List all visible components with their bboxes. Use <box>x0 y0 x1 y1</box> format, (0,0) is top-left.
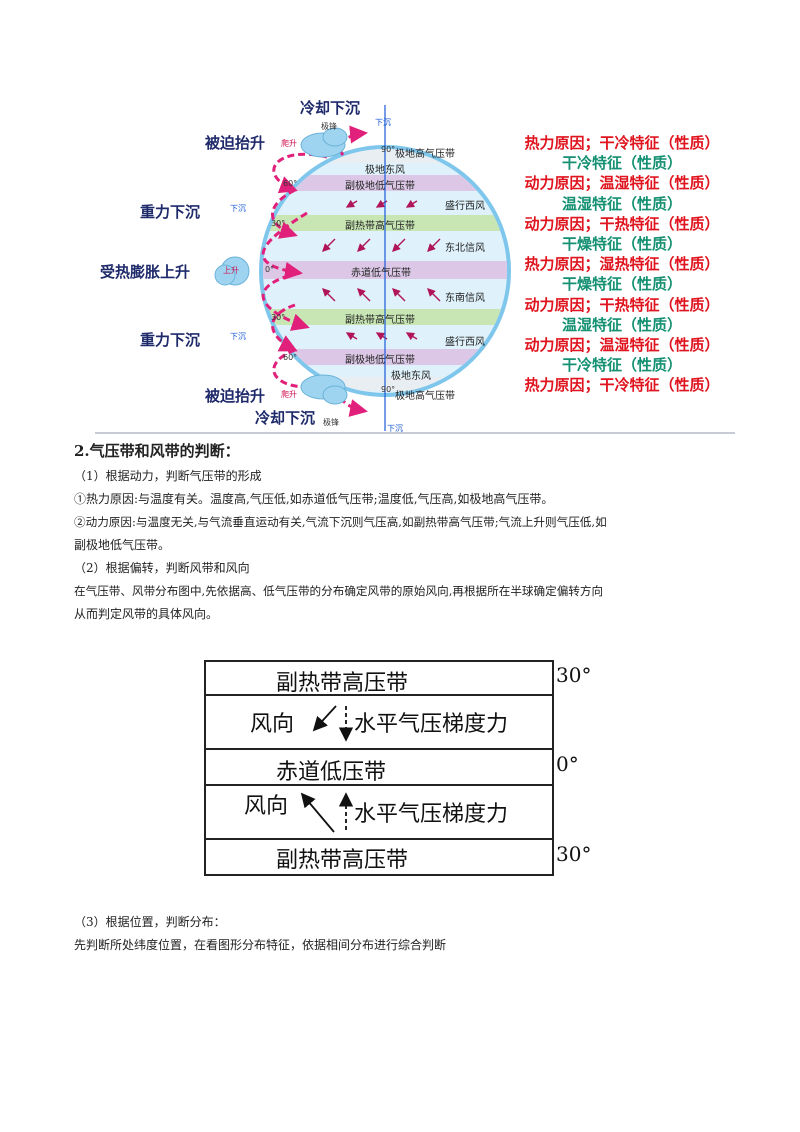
lat-90-bottom: 90° <box>381 385 396 394</box>
rise-bottom-label: 爬升 <box>281 390 297 399</box>
paragraph-line: ①热力原因:与温度有关。温度高,气压低,如赤道低气压带;温度低,气压高,如极地高… <box>74 492 554 506</box>
polar-front-bottom-label: 极锋 <box>323 418 339 427</box>
property-line: 干冷特征（性质） <box>561 154 682 173</box>
diagram-row-mid-belt <box>206 748 552 786</box>
band-westerly-n: 盛行西风 <box>445 201 485 212</box>
paragraph-line: （3）根据位置，判断分布： <box>74 915 226 929</box>
band-se-trade: 东南信风 <box>445 293 485 304</box>
globe-diagram <box>214 105 511 431</box>
sink-label-1: 下沉 <box>375 118 391 127</box>
band-ne-trade: 东北信风 <box>445 243 485 254</box>
deg-label-top: 30° <box>556 663 592 687</box>
lat-0: 0° <box>265 265 275 274</box>
lat-30-bottom: 30° <box>271 313 286 322</box>
property-line: 温湿特征（性质） <box>561 315 682 334</box>
belt-properties-list: 热力原因；干冷特征（性质） 干冷特征（性质） 动力原因；温湿特征（性质） 温湿特… <box>507 133 737 396</box>
middle-belt-label: 赤道低压带 <box>276 760 387 785</box>
rise-eq-label: 上升 <box>223 266 239 275</box>
lat-60-bottom: 60° <box>283 353 298 362</box>
property-line: 热力原因；干冷特征（性质） <box>524 134 720 152</box>
paragraph-line: 从而判定风带的具体风向。 <box>74 607 219 621</box>
sink-label-4: 下沉 <box>387 424 403 433</box>
sink-label-3: 下沉 <box>230 332 246 341</box>
polar-front-top-label: 极锋 <box>321 122 337 131</box>
property-line: 动力原因；温湿特征（性质） <box>524 336 720 355</box>
band-polar-high-s: 极地高气压带 <box>395 391 455 402</box>
rise-top-label: 爬升 <box>281 139 297 148</box>
band-polar-easterly-n: 极地东风 <box>365 165 405 176</box>
bottom-belt-label: 副热带高压带 <box>276 848 409 873</box>
property-line: 动力原因；干热特征（性质） <box>524 214 720 233</box>
lat-30-top: 30° <box>271 219 286 228</box>
paragraph-line: （1）根据动力，判断气压带的形成 <box>74 469 262 483</box>
property-line: 热力原因；干冷特征（性质） <box>524 376 720 395</box>
forced-lift-bottom-label: 被迫抬升 <box>205 387 266 405</box>
band-subpolar-low-n: 副极地低气压带 <box>345 181 415 192</box>
diagram-row-bottom-belt <box>206 838 552 876</box>
heated-rise-label: 受热膨胀上升 <box>100 263 191 281</box>
wind-label-top: 风向 <box>250 712 295 737</box>
paragraph-line: 在气压带、风带分布图中,先依据高、低气压带的分布确定风带的原始风向,再根据所在半… <box>74 584 604 598</box>
band-westerly-s: 盛行西风 <box>445 337 485 348</box>
band-subtropical-high-s: 副热带高气压带 <box>345 315 415 326</box>
property-line: 动力原因；干热特征（性质） <box>524 295 720 314</box>
paragraph-line: （2）根据偏转，判断风带和风向 <box>74 561 250 575</box>
top-belt-label: 副热带高压带 <box>276 671 409 696</box>
paragraph-line: 先判断所处纬度位置，在看图形分布特征，依据相间分布进行综合判断 <box>74 938 447 952</box>
band-polar-high-n: 极地高气压带 <box>395 149 455 160</box>
pressure-wind-belt-figure: 冷却下沉 被迫抬升 重力下沉 受热膨胀上升 重力下沉 被迫抬升 冷却下沉 极锋 … <box>95 95 735 435</box>
deg-label-bottom: 30° <box>556 842 592 866</box>
lat-90-top: 90° <box>381 145 396 154</box>
paragraph-line: ②动力原因:与温度无关,与气流垂直运动有关,气流下沉则气压高,如副热带高气压带;… <box>74 515 607 529</box>
property-line: 温湿特征（性质） <box>561 194 682 213</box>
gravity-sink-bottom-label: 重力下沉 <box>140 331 201 349</box>
band-subtropical-high-n: 副热带高气压带 <box>345 221 415 232</box>
property-line: 干冷特征（性质） <box>561 356 682 375</box>
diagram-row-top-belt <box>206 662 552 696</box>
property-line: 干燥特征（性质） <box>561 235 682 254</box>
force-label-top: 水平气压梯度力 <box>354 712 509 737</box>
band-polar-easterly-s: 极地东风 <box>391 371 431 382</box>
sink-label-2: 下沉 <box>230 204 246 213</box>
cold-sink-top-label: 冷却下沉 <box>300 99 361 117</box>
property-line: 热力原因；湿热特征（性质） <box>524 255 720 274</box>
property-line: 干燥特征（性质） <box>561 275 682 294</box>
section-heading: 2.气压带和风带的判断： <box>74 442 240 460</box>
deg-label-mid: 0° <box>556 752 579 776</box>
band-subpolar-low-s: 副极地低气压带 <box>345 355 415 366</box>
wind-label-bottom: 风向 <box>244 794 289 819</box>
forced-lift-top-label: 被迫抬升 <box>205 134 266 152</box>
paragraph-line: 副极地低气压带。 <box>74 538 171 552</box>
diagram-arrows <box>300 705 354 833</box>
band-equatorial-low: 赤道低气压带 <box>351 268 411 279</box>
cold-sink-bottom-label: 冷却下沉 <box>255 409 316 427</box>
gravity-sink-top-label: 重力下沉 <box>140 203 201 221</box>
figure-divider <box>95 432 735 434</box>
force-label-bottom: 水平气压梯度力 <box>354 802 509 827</box>
lat-60-top: 60° <box>283 179 298 188</box>
property-line: 动力原因；温湿特征（性质） <box>524 174 720 193</box>
wind-direction-diagram: 副热带高压带 风向 水平气压梯度力 赤道低压带 风向 水平气压梯度力 副热带高压… <box>204 660 554 876</box>
